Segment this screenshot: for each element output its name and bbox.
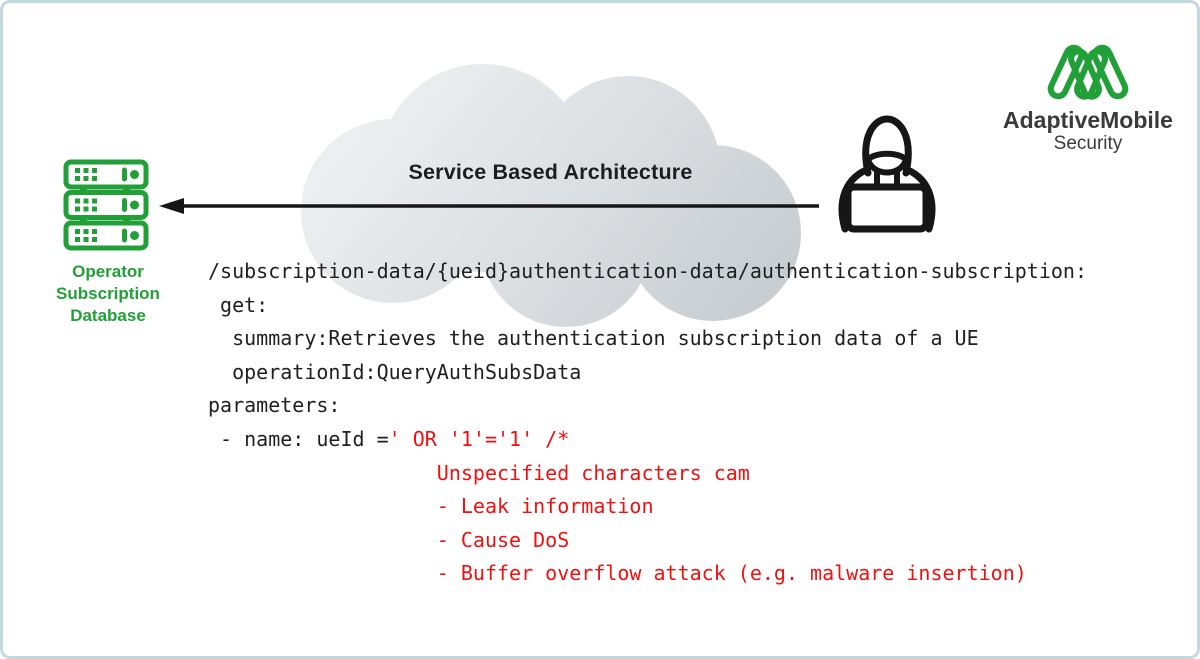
code-segment-injection: - Cause DoS [208, 527, 570, 552]
code-segment-injection: - Leak information [208, 494, 654, 519]
brand-lockup: AdaptiveMobile Security [998, 39, 1178, 155]
code-line: parameters: [208, 389, 1087, 423]
code-line: Unspecified characters cam [208, 457, 1087, 491]
code-segment: summary:Retrieves the authentication sub… [208, 326, 979, 351]
code-line: - Buffer overflow attack (e.g. malware i… [208, 557, 1087, 591]
code-line: summary:Retrieves the authentication sub… [208, 322, 1087, 356]
code-line: get: [208, 289, 1087, 323]
code-segment-injection: - Buffer overflow attack (e.g. malware i… [208, 561, 1027, 586]
attack-arrow-icon [159, 198, 819, 214]
code-segment: - name: ueId = [208, 426, 389, 451]
code-segment-injection: ' OR '1'='1' /* [388, 426, 570, 451]
cloud-label: Service Based Architecture [408, 160, 693, 184]
code-segment: get: [208, 292, 269, 317]
brand-subtitle: Security [1053, 133, 1123, 154]
hooded-hacker-icon [838, 115, 936, 233]
code-segment: parameters: [208, 393, 341, 418]
api-code-block: /subscription-data/{ueid}authentication-… [208, 255, 1087, 591]
cloud-shape [301, 64, 801, 327]
code-line: - name: ueId =' OR '1'='1' /* [208, 423, 1087, 457]
code-segment: operationId:QueryAuthSubsData [208, 359, 582, 384]
database-label-line: Database [70, 306, 146, 325]
server-stack-icon [63, 159, 149, 251]
code-line: operationId:QueryAuthSubsData [208, 356, 1087, 390]
brand-name: AdaptiveMobile [1003, 107, 1173, 133]
code-segment-injection: Unspecified characters cam [208, 460, 750, 485]
code-line: - Leak information [208, 490, 1087, 524]
code-line: /subscription-data/{ueid}authentication-… [208, 255, 1087, 289]
adaptivemobile-logo-icon [1047, 44, 1129, 100]
database-label-line: Operator [72, 262, 144, 281]
code-line: - Cause DoS [208, 524, 1087, 558]
database-label: Operator Subscription Database [33, 261, 183, 327]
database-label-line: Subscription [56, 284, 160, 303]
code-segment: /subscription-data/{ueid}authentication-… [208, 259, 1087, 283]
